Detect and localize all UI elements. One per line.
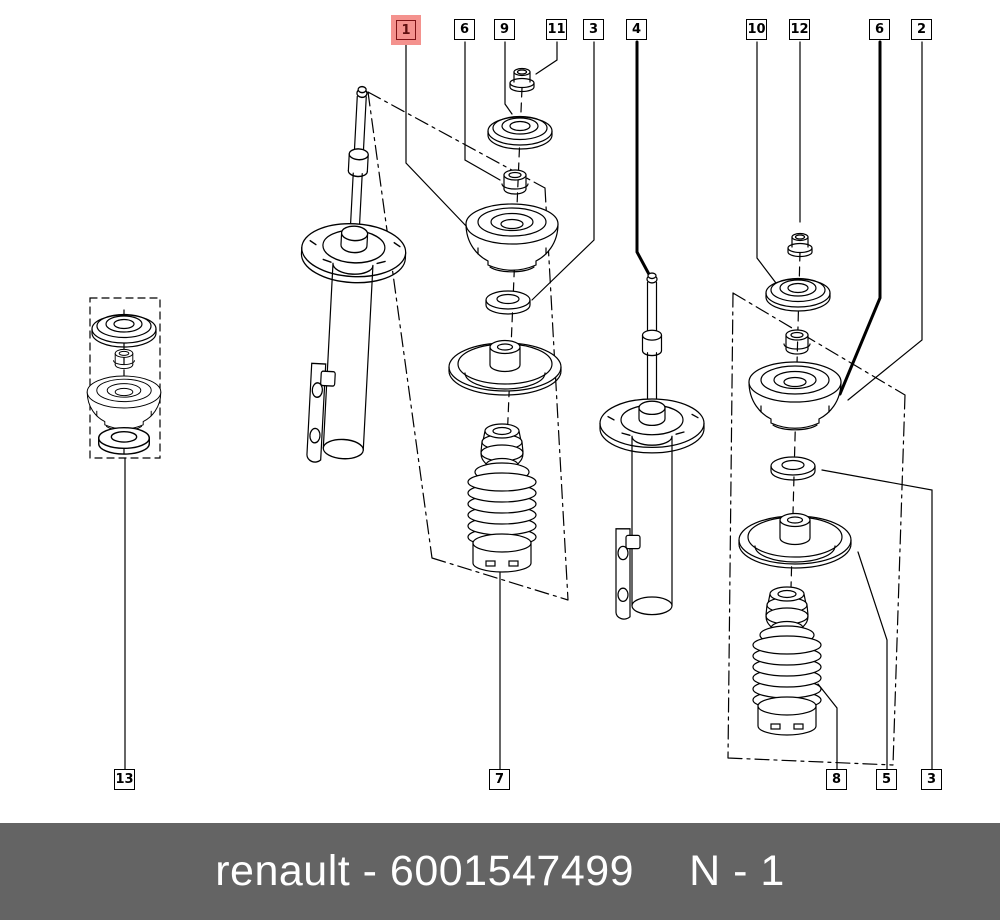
- footer-part-number: renault - 6001547499: [215, 847, 635, 895]
- centrelines: [123, 87, 801, 701]
- callout-6-left[interactable]: 6: [454, 19, 475, 40]
- part-strut-middle: [599, 272, 705, 620]
- kit-boundary-right: [727, 292, 906, 766]
- callout-7[interactable]: 7: [489, 769, 510, 790]
- part-column-right: [738, 232, 852, 736]
- callout-11[interactable]: 11: [546, 19, 567, 40]
- callout-4[interactable]: 4: [626, 19, 647, 40]
- callout-8[interactable]: 8: [826, 769, 847, 790]
- callout-2[interactable]: 2: [911, 19, 932, 40]
- part-strut-left: [289, 83, 415, 467]
- callout-6-right[interactable]: 6: [869, 19, 890, 40]
- footer-bar: renault - 6001547499 N - 1: [0, 823, 1000, 920]
- callout-12[interactable]: 12: [789, 19, 810, 40]
- part-kit-13: [86, 313, 162, 455]
- callout-5[interactable]: 5: [876, 769, 897, 790]
- callout-13[interactable]: 13: [114, 769, 135, 790]
- leader-lines: [124, 40, 933, 770]
- callout-1[interactable]: 1: [396, 20, 416, 40]
- kit-boundary-centre: [367, 91, 569, 601]
- callout-1-highlight[interactable]: 1: [391, 15, 421, 45]
- footer-page-indicator: N - 1: [689, 847, 785, 895]
- part-column-centre: [448, 67, 562, 573]
- callout-10[interactable]: 10: [746, 19, 767, 40]
- callout-3-top[interactable]: 3: [583, 19, 604, 40]
- callout-3-bottom[interactable]: 3: [921, 769, 942, 790]
- callout-9[interactable]: 9: [494, 19, 515, 40]
